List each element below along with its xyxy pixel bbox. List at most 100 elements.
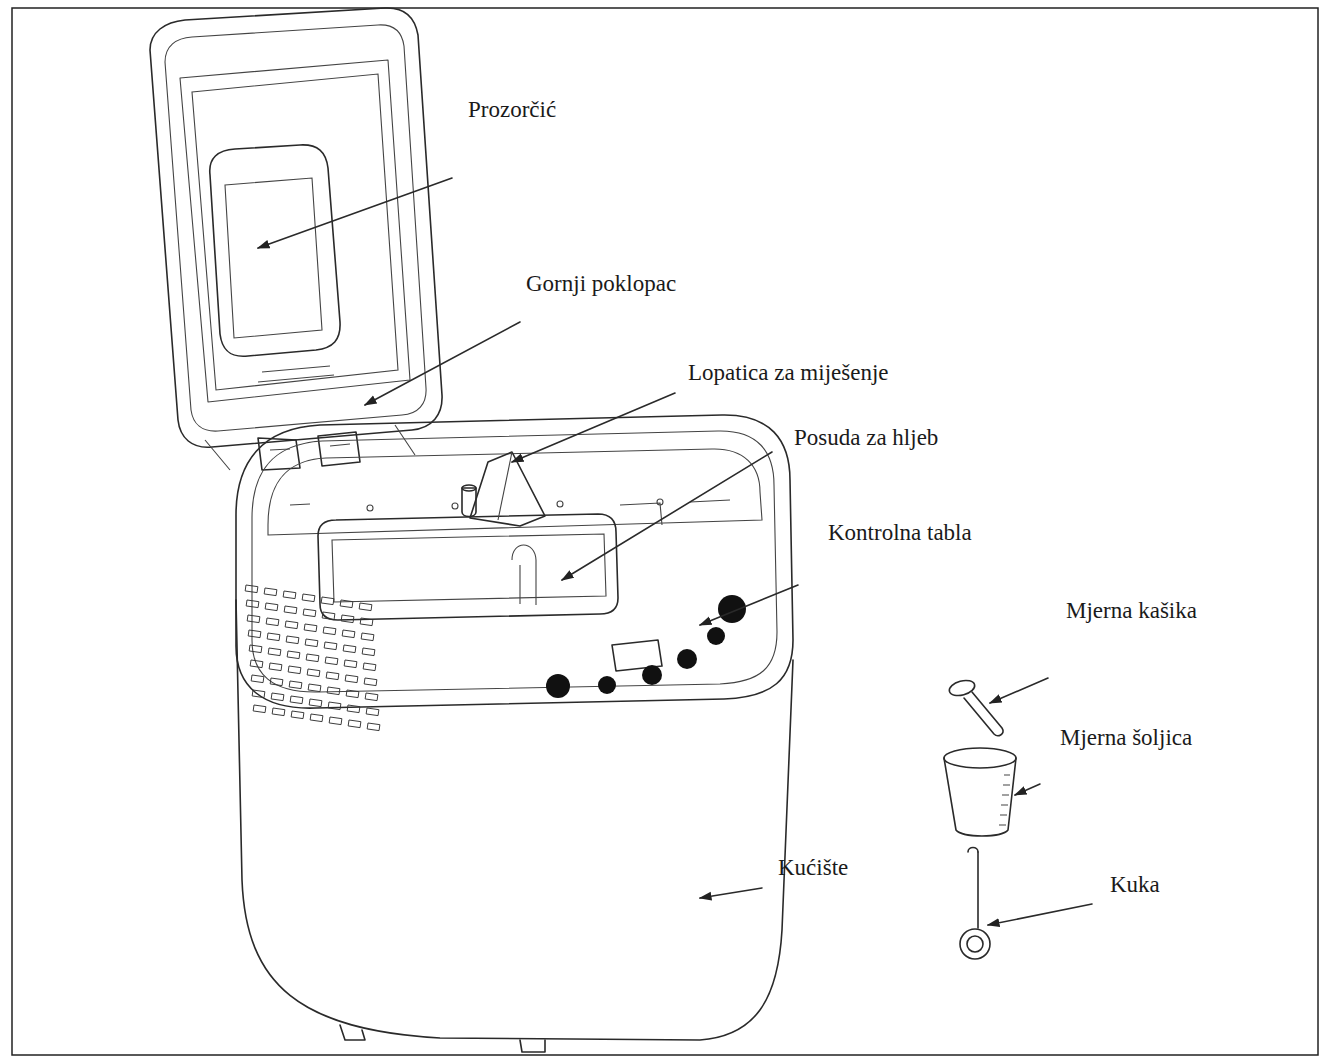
measuring-spoon-drawing — [948, 678, 977, 698]
part-label: Mjerna kašika — [1066, 598, 1197, 624]
part-label: Kontrolna tabla — [828, 520, 972, 546]
vent-grille — [270, 678, 283, 686]
control-panel-drawing — [546, 595, 746, 698]
body-drawing — [268, 449, 762, 535]
vent-grille — [346, 690, 359, 698]
leader-lines — [258, 178, 452, 248]
vent-grille — [303, 609, 316, 617]
vent-grille — [284, 606, 297, 614]
body-drawing — [557, 501, 563, 507]
body-drawing — [236, 415, 793, 708]
vent-grille — [250, 660, 263, 668]
leader-lines — [700, 585, 798, 625]
vent-grille — [287, 651, 300, 659]
part-label: Prozorčić — [468, 97, 556, 123]
vent-grille — [288, 666, 301, 674]
vent-grille — [323, 627, 336, 635]
leader-lines — [562, 452, 772, 580]
measuring-cup-drawing — [999, 775, 1010, 825]
hook-drawing — [968, 848, 978, 853]
control-panel-drawing — [598, 676, 616, 694]
lid-drawing — [150, 8, 442, 447]
leader-lines — [258, 178, 1092, 925]
vent-grille — [245, 585, 380, 731]
vent-grille — [268, 648, 281, 656]
vent-grille — [341, 615, 354, 623]
measuring-cup-drawing — [944, 758, 1016, 836]
vent-grille — [265, 603, 278, 611]
vent-grille — [304, 624, 317, 632]
leader-lines — [990, 678, 1048, 703]
vent-grille — [248, 630, 261, 638]
hinge-drawing — [270, 444, 350, 450]
part-label: Kućište — [778, 855, 848, 881]
vent-grille — [253, 705, 266, 713]
vent-grille — [305, 639, 318, 647]
leader-lines — [365, 322, 520, 405]
part-label: Lopatica za miješenje — [688, 360, 889, 386]
vent-grille — [324, 642, 337, 650]
vent-grille — [344, 660, 357, 668]
measuring-cup-drawing — [944, 748, 1016, 768]
body-drawing — [520, 1040, 545, 1052]
hook-drawing — [977, 852, 979, 928]
body-drawing — [290, 500, 730, 525]
vent-grille — [290, 696, 303, 704]
vent-grille — [310, 714, 323, 722]
vent-grille — [365, 693, 378, 701]
vent-grille — [271, 693, 284, 701]
vent-grille — [329, 717, 342, 725]
vent-grille — [252, 690, 265, 698]
body-drawing — [452, 503, 458, 509]
vent-grille — [246, 600, 259, 608]
lid-drawing — [258, 366, 334, 382]
vent-grille — [340, 600, 353, 608]
vent-grille — [363, 663, 376, 671]
vent-grille — [249, 645, 262, 653]
hook-drawing — [960, 929, 990, 959]
body-drawing — [236, 600, 793, 1040]
control-panel-drawing — [546, 674, 570, 698]
vent-grille — [321, 597, 334, 605]
lid-drawing — [150, 8, 442, 470]
vent-grille — [269, 663, 282, 671]
lid-drawing — [165, 25, 426, 431]
part-label: Gornji poklopac — [526, 271, 676, 297]
vent-grille — [347, 705, 360, 713]
vent-grille — [342, 630, 355, 638]
body-drawing — [236, 415, 793, 1052]
vent-grille — [362, 648, 375, 656]
vent-grille — [364, 678, 377, 686]
vent-grille — [272, 708, 285, 716]
paddle-drawing — [462, 488, 476, 517]
vent-grille — [307, 669, 320, 677]
paddle-drawing — [498, 452, 512, 520]
part-label: Kuka — [1110, 872, 1160, 898]
vent-grille — [325, 657, 338, 665]
control-panel-drawing — [677, 649, 697, 669]
vent-grille — [348, 720, 361, 728]
leader-lines — [988, 904, 1092, 925]
leader-lines — [700, 888, 762, 898]
body-drawing — [252, 431, 777, 692]
body-drawing — [318, 514, 618, 620]
vent-grille — [264, 588, 277, 596]
vent-grille — [309, 699, 322, 707]
paddle-drawing — [470, 452, 545, 526]
vent-grille — [291, 711, 304, 719]
vent-grille — [266, 618, 279, 626]
vent-grille — [366, 708, 379, 716]
body-drawing — [657, 499, 663, 505]
vent-grille — [283, 591, 296, 599]
measuring-spoon-drawing — [948, 678, 1003, 736]
hook-drawing — [960, 848, 990, 960]
vent-grille — [367, 723, 380, 731]
body-drawing — [367, 505, 373, 511]
control-panel-drawing — [718, 595, 746, 623]
paddle-drawing — [462, 485, 476, 491]
body-drawing — [332, 534, 606, 602]
lid-drawing — [205, 425, 415, 470]
vent-grille — [360, 618, 373, 626]
lid-drawing — [225, 178, 322, 338]
